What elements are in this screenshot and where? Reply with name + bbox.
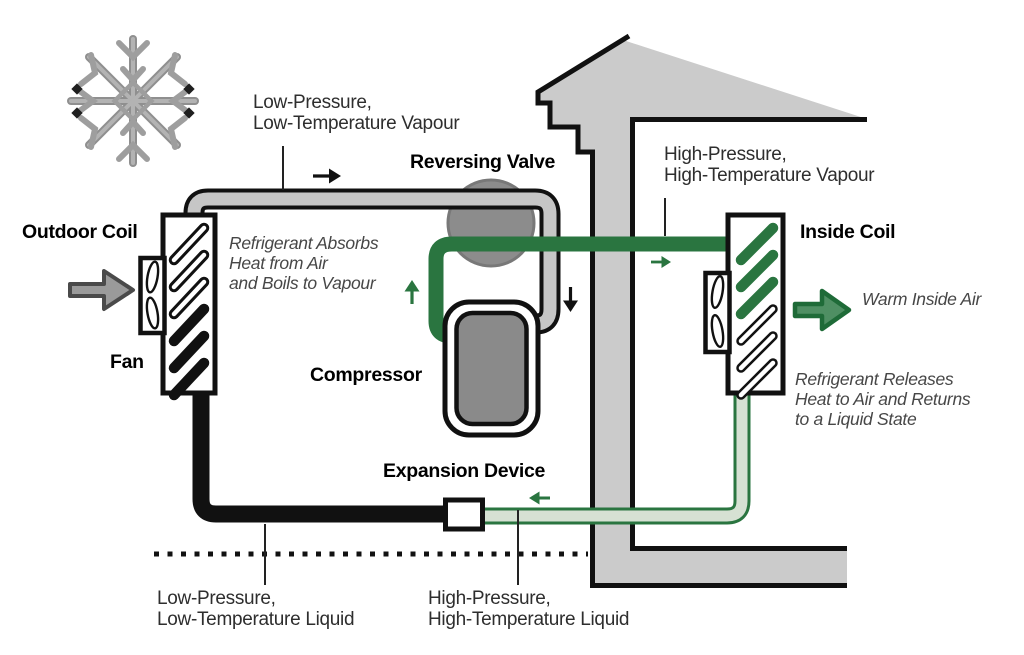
outdoor-coil	[160, 212, 218, 401]
inside-coil	[725, 212, 786, 400]
house-gray-shape	[538, 40, 867, 588]
label-compressor: Compressor	[310, 364, 422, 386]
house-structure	[535, 33, 867, 588]
snowflake-icon	[67, 35, 199, 167]
expansion-device	[443, 497, 485, 532]
outdoor-air-arrow-icon	[68, 269, 135, 311]
label-refrigerant-absorbs: Refrigerant Absorbs Heat from Air and Bo…	[229, 233, 379, 293]
flow-arrow-right-green-icon	[651, 256, 671, 268]
pipe-low-pressure-liquid	[192, 388, 450, 523]
label-high-pressure-vapour: High-Pressure, High-Temperature Vapour	[664, 144, 875, 186]
label-low-pressure-vapour: Low-Pressure, Low-Temperature Vapour	[253, 92, 460, 134]
fan-icon	[145, 260, 160, 330]
label-reversing-valve: Reversing Valve	[410, 151, 556, 173]
pipe-high-pressure-liquid	[480, 386, 751, 525]
house-outline-left	[535, 33, 847, 588]
label-expansion-device: Expansion Device	[383, 460, 546, 482]
outdoor-fan	[138, 255, 167, 336]
label-refrigerant-releases: Refrigerant Releases Heat to Air and Ret…	[795, 369, 971, 429]
flow-arrow-left-icon	[529, 491, 550, 505]
fan-icon	[710, 275, 725, 348]
flow-arrow-right-top-icon	[313, 168, 341, 184]
label-inside-coil: Inside Coil	[800, 221, 896, 243]
pipe-low-pressure-vapour	[183, 188, 561, 335]
label-high-pressure-liquid: High-Pressure, High-Temperature Liquid	[428, 588, 630, 630]
house-outline-inner	[630, 117, 867, 551]
warm-inside-air-arrow-icon	[792, 288, 852, 332]
inside-fan	[703, 270, 732, 355]
label-fan: Fan	[110, 351, 144, 373]
compressor	[442, 299, 541, 438]
flow-arrow-down-icon	[563, 287, 578, 312]
label-warm-inside-air: Warm Inside Air	[862, 289, 981, 309]
label-outdoor-coil: Outdoor Coil	[22, 221, 138, 243]
flow-arrow-up-icon	[404, 280, 420, 304]
label-low-pressure-liquid: Low-Pressure, Low-Temperature Liquid	[157, 588, 355, 630]
